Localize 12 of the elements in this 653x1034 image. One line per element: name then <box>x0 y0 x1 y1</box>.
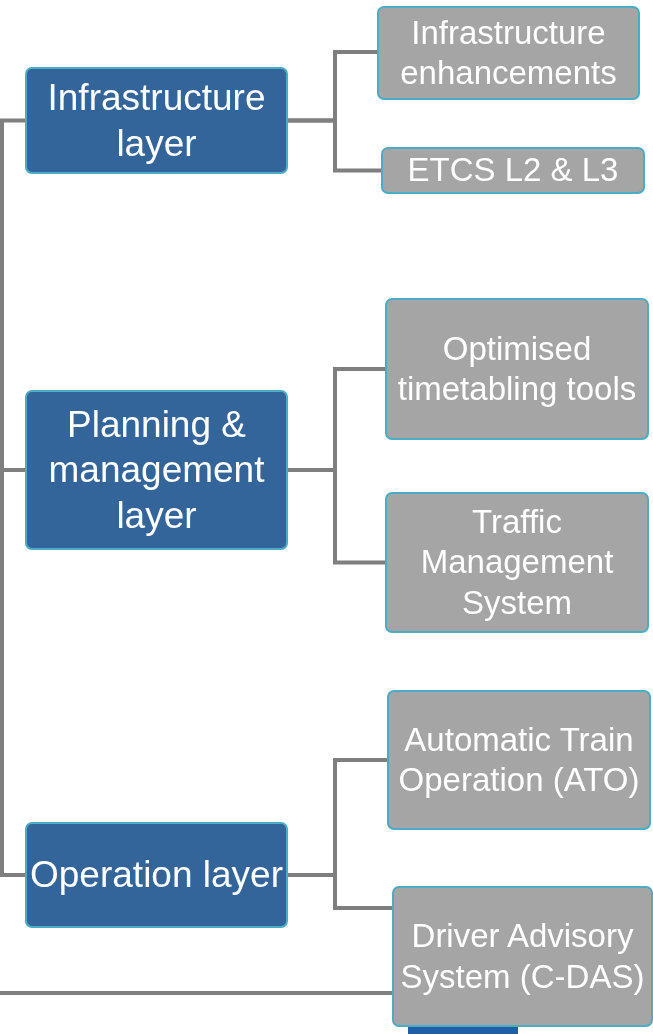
connector-line <box>288 118 381 173</box>
component-box: Infrastructure enhancements <box>377 6 640 100</box>
component-box: Optimised timetabling tools <box>385 298 649 440</box>
connector-line <box>0 474 25 877</box>
layer-box: Planning & management layer <box>25 390 288 550</box>
component-box: Automatic Train Operation (ATO) <box>387 690 651 830</box>
layer-box: Operation layer <box>25 822 288 928</box>
connector-line <box>0 991 392 995</box>
component-box: Traffic Management System <box>385 492 649 633</box>
layer-box: Infrastructure layer <box>25 67 288 174</box>
component-box: Driver Advisory System (C-DAS) <box>392 886 653 1027</box>
component-box: ETCS L2 & L3 <box>381 147 645 194</box>
